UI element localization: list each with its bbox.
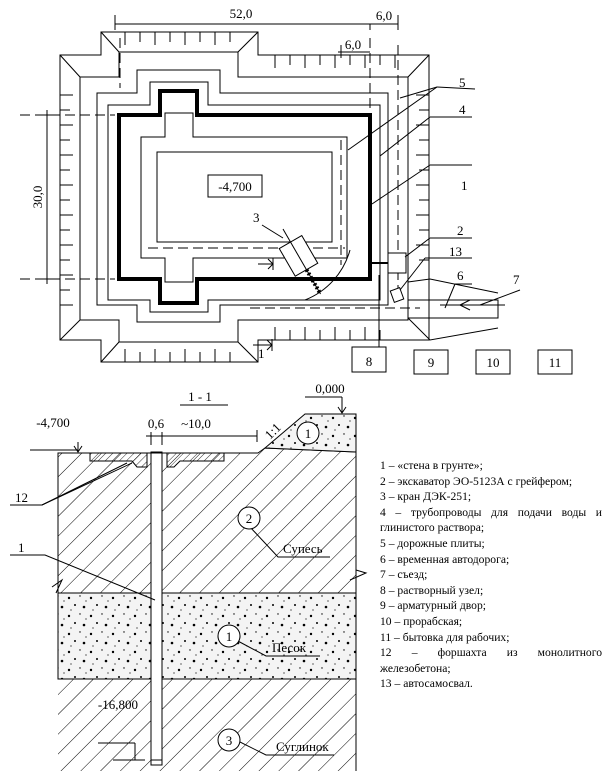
callout-5: 5	[459, 75, 466, 90]
plan-labels: 52,0 6,0 6,0 30,0 -4,700 1 1 2 3 4 5 6 7…	[30, 6, 561, 370]
dim-offset-inner: 6,0	[345, 37, 361, 52]
callout-3: 3	[253, 210, 260, 225]
callout-4: 4	[459, 102, 466, 117]
callout-1-section: 1	[18, 540, 25, 555]
soil-layer-loam	[58, 679, 356, 771]
callout-6: 6	[457, 268, 464, 283]
leader-lines	[261, 86, 521, 347]
section-marker-top	[258, 258, 274, 270]
crane-icon	[278, 228, 323, 295]
road-plates-line-inner	[107, 81, 381, 313]
callout-12: 12	[15, 490, 28, 505]
callout-2: 2	[457, 223, 464, 238]
section-title: 1 - 1	[188, 389, 212, 404]
dim-width: 30,0	[30, 186, 45, 209]
dim-length: 52,0	[230, 6, 253, 21]
elevation-box	[207, 174, 263, 198]
legend-item: 2 – экскаватор ЭО-5123А с грейфером;	[380, 474, 573, 488]
road-plates-line	[96, 69, 389, 323]
elevation-label: -4,700	[218, 179, 252, 194]
dim-offset-outer: 6,0	[376, 8, 392, 23]
section-marker-bottom	[253, 339, 273, 351]
excavator-icon	[387, 252, 407, 274]
legend-item: 5 – дорожные плиты;	[380, 536, 485, 550]
callout-1: 1	[461, 178, 468, 193]
legend-item: 13 – автосамосвал.	[380, 677, 473, 691]
legend-item: 6 – временная автодорога;	[380, 552, 510, 566]
dim-wall: 0,6	[148, 416, 165, 431]
legend-item: 1 – «стена в грунте»;	[380, 459, 483, 472]
legend-item: 11 – бытовка для рабочих;	[380, 630, 510, 644]
soil-num-3: 3	[226, 733, 233, 748]
soil-name-loam: Суглинок	[276, 739, 329, 754]
soil-num-1-sand: 1	[226, 629, 233, 644]
building-10-label: 10	[487, 355, 500, 370]
soil-name-sand: Песок	[272, 640, 307, 655]
legend-item: 3 – кран ДЭК-251;	[380, 490, 472, 504]
building-10-box	[475, 349, 511, 375]
building-8-label: 8	[366, 354, 373, 369]
soil-num-2: 2	[246, 511, 253, 526]
soil-layer-sandy-loam	[57, 447, 357, 594]
dim-berm: ~10,0	[181, 416, 211, 431]
soil-marker-1-top	[296, 421, 320, 445]
soil-marker-1-sand	[217, 624, 241, 648]
building-9-box	[413, 349, 449, 375]
building-11-box	[537, 349, 573, 375]
diaphragm-wall	[117, 89, 372, 305]
soil-num-1-top: 1	[305, 426, 312, 441]
legend-item: 12 – форшахта из монолитного железобетон…	[380, 646, 602, 675]
elev-bottom: -16,800	[98, 697, 138, 712]
legend-item: 10 – прорабская;	[380, 614, 463, 628]
soil-marker-3	[217, 728, 241, 752]
soil-layer-sand	[57, 592, 357, 680]
site-plan	[20, 15, 573, 375]
callout-7: 7	[513, 272, 520, 287]
legend-item: 7 – съезд;	[380, 568, 428, 582]
section-labels: 1 - 1 0,000 -4,700 -16,800 0,6 ~10,0 1:1…	[15, 381, 345, 754]
elev-pit: -4,700	[36, 415, 70, 430]
legend-item: 8 – растворный узел;	[380, 583, 484, 597]
building-8-box	[351, 346, 387, 373]
excavation-bottom	[156, 151, 333, 243]
excavation-outline	[140, 112, 348, 283]
crane-swing-arc	[304, 249, 351, 301]
section-label: 1	[258, 346, 265, 361]
temporary-road	[407, 299, 499, 319]
callout-13: 13	[449, 244, 462, 259]
legend-item: 9 – арматурный двор;	[380, 599, 486, 613]
dump-truck-icon	[389, 287, 405, 303]
soil-marker-2	[237, 506, 261, 530]
building-9-label: 9	[428, 355, 435, 370]
slope-ticks	[59, 31, 430, 363]
diaphragm-wall-section	[150, 451, 163, 766]
building-11-label: 11	[549, 355, 562, 370]
elev-top: 0,000	[315, 381, 344, 396]
legend: 1 – «стена в грунте»; 2 – экскаватор ЭО-…	[380, 458, 602, 692]
legend-item: 4 – трубопроводы для подачи воды и глини…	[380, 505, 602, 535]
section-1-1	[10, 396, 368, 771]
soil-name-sandy-loam: Супесь	[283, 541, 323, 556]
